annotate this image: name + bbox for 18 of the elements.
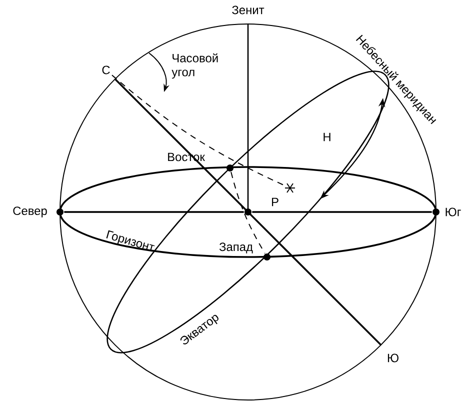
point-label: Запад (219, 242, 253, 254)
label: Ю (388, 354, 398, 362)
point-label: Р (272, 198, 278, 206)
label: Часовой угол (172, 53, 218, 79)
dashed-line (230, 172, 266, 254)
star-mark (284, 183, 296, 193)
point-label: С (102, 66, 110, 74)
point-dot (226, 164, 234, 172)
point-dot (432, 208, 440, 216)
label: Горизонт (106, 230, 155, 251)
point-label: Север (13, 206, 47, 218)
point-dot (56, 208, 64, 216)
label: Н (324, 132, 330, 142)
label: Зенит (232, 6, 264, 14)
point-dot (244, 208, 252, 216)
point-label: Юг (446, 208, 461, 216)
point-dot (264, 254, 270, 260)
dashed-line (111, 74, 286, 186)
